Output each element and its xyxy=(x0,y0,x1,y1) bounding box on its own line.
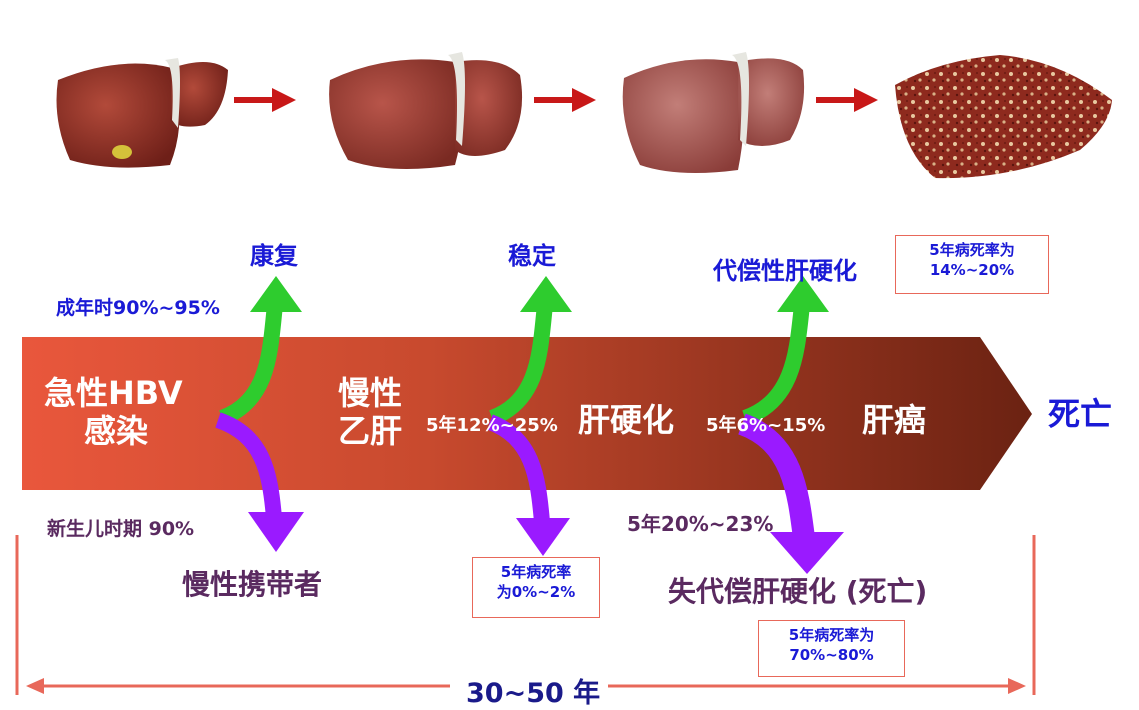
progress-arrow-icon xyxy=(272,88,296,112)
decompensated-arrow xyxy=(737,413,844,574)
chronic-mortality-box: 5年病死率 为0%~2% xyxy=(472,557,600,618)
carrier-arrow xyxy=(215,412,304,552)
carrier-rate-label: 新生儿时期 90% xyxy=(47,518,195,540)
healthy-liver-icon xyxy=(56,58,228,168)
stage-cirrhosis-label: 肝硬化 xyxy=(578,401,675,439)
progress-arrow-icon xyxy=(572,88,596,112)
stable-label: 稳定 xyxy=(508,242,556,270)
compensated-arrow xyxy=(741,276,829,426)
stage-cancer-label: 肝癌 xyxy=(862,401,927,439)
carrier-label: 慢性携带者 xyxy=(182,568,323,601)
decompensated-cirrhosis-label: 失代偿肝硬化 (死亡) xyxy=(668,575,928,608)
cancer-liver-icon xyxy=(895,55,1112,179)
compensated-cirrhosis-label: 代偿性肝硬化 xyxy=(713,257,857,285)
timeline-label: 30~50 年 xyxy=(466,678,601,709)
cirrhotic-liver-icon xyxy=(622,52,805,174)
stage-acute-label: 急性HBV 感染 xyxy=(44,374,183,450)
timeline xyxy=(15,535,1036,695)
compensated-mortality-box: 5年病死率为 14%~20% xyxy=(895,235,1049,294)
progress-arrow-icon xyxy=(854,88,878,112)
rate-to-cancer: 5年6%~15% xyxy=(706,415,826,436)
to-stable-mortality-arrow xyxy=(486,414,570,556)
rate-to-cirrhosis: 5年12%~25% xyxy=(426,415,558,436)
stage-chronic-label: 慢性 乙肝 xyxy=(338,374,403,450)
stage-death-label: 死亡 xyxy=(1048,395,1113,433)
stable-arrow xyxy=(488,276,572,426)
recovery-rate-label: 成年时90%~95% xyxy=(56,297,220,319)
decompensated-rate-label: 5年20%~23% xyxy=(627,512,774,536)
chronic-liver-icon xyxy=(329,52,523,169)
recovery-label: 康复 xyxy=(250,242,298,270)
decompensated-mortality-box: 5年病死率为 70%~80% xyxy=(758,620,905,677)
recovery-arrow xyxy=(218,276,302,426)
